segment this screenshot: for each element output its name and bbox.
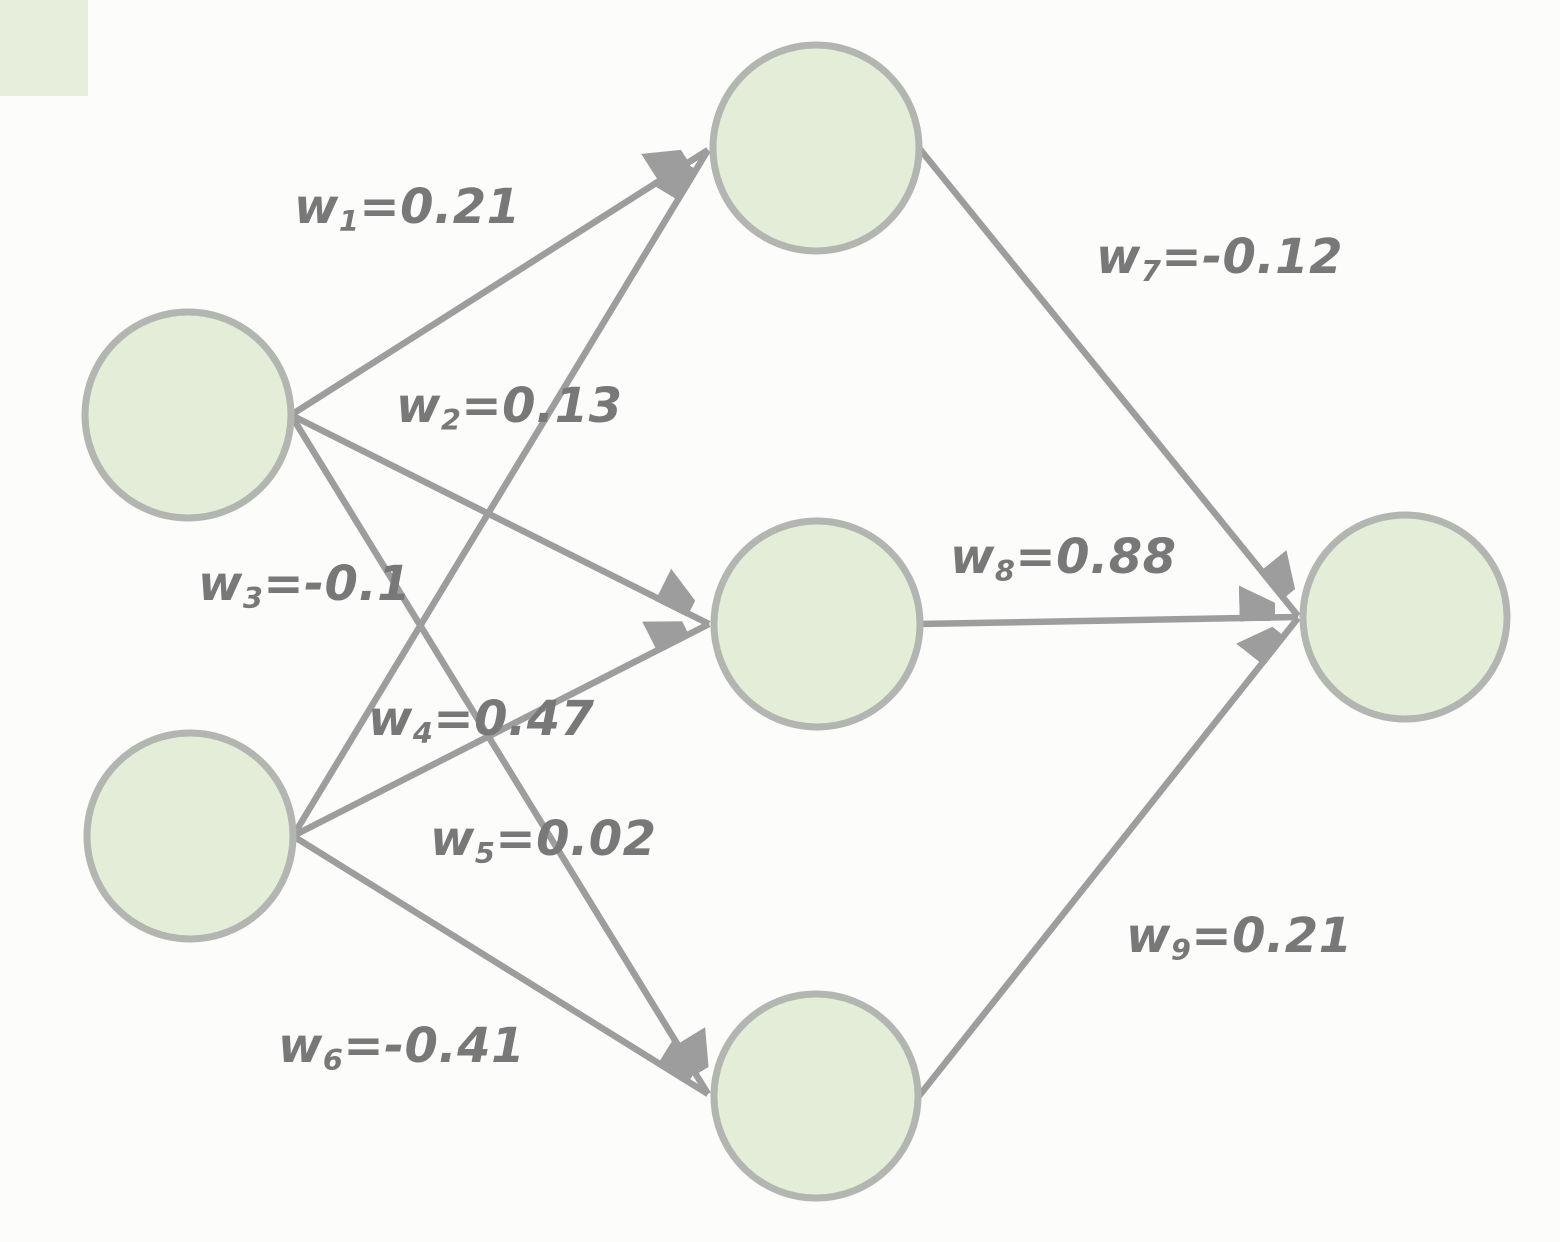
- output-node-output-1: [1299, 511, 1511, 723]
- edge-w5-arrow: [291, 624, 711, 839]
- edge-w9-arrow: [916, 618, 1301, 1099]
- nodes-group: [81, 41, 1511, 1202]
- edge-w4-arrow: [290, 148, 711, 838]
- edge-w1-arrow: [289, 150, 710, 418]
- edge-w6-arrow: [291, 833, 710, 1097]
- hidden-node-hidden-1: [709, 41, 923, 255]
- hidden-node-hidden-2: [710, 517, 924, 731]
- edge-w2-arrow: [289, 412, 711, 627]
- edges-group: [288, 145, 1301, 1099]
- input-node-input-2: [83, 729, 297, 943]
- edge-w3-arrow: [288, 413, 708, 1096]
- hidden-node-hidden-3: [710, 990, 922, 1202]
- input-node-input-1: [81, 308, 295, 522]
- corner-artifact-square: [0, 0, 88, 96]
- edge-w7-arrow: [916, 145, 1298, 619]
- edge-w8-arrow: [919, 617, 1299, 628]
